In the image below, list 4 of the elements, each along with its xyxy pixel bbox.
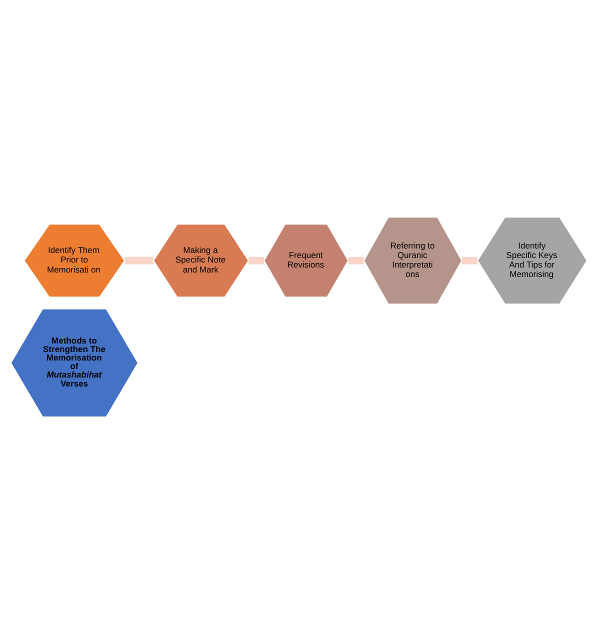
connector xyxy=(462,256,478,264)
connector xyxy=(248,256,264,264)
connector xyxy=(124,256,154,264)
connector xyxy=(348,256,364,264)
